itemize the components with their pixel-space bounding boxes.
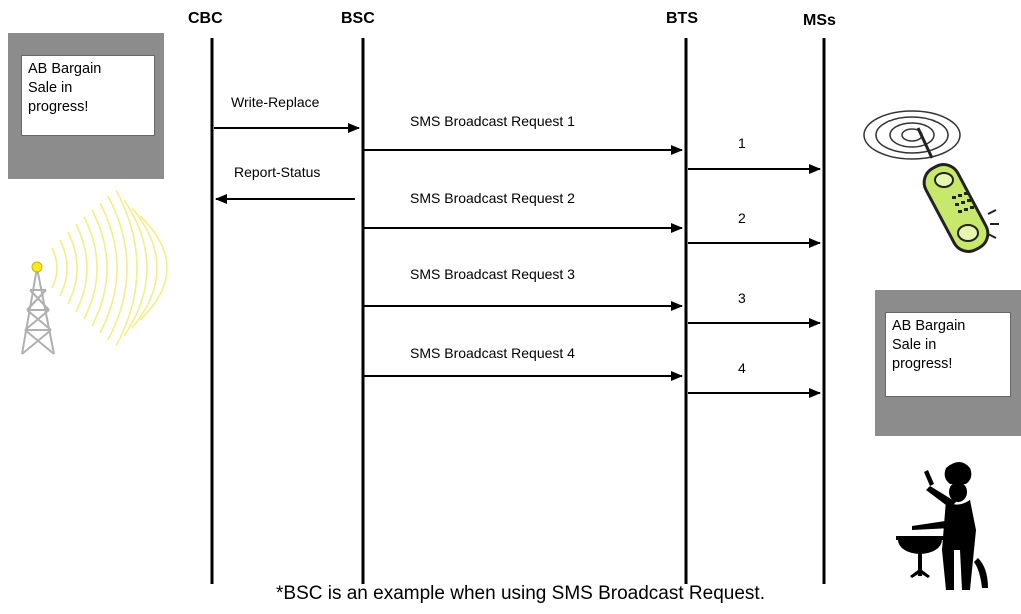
lane-title-mss: MSs [803, 12, 836, 29]
left-notice-line1: AB Bargain [28, 61, 102, 77]
label-request-3: SMS Broadcast Request 3 [410, 266, 575, 282]
label-request-4: SMS Broadcast Request 4 [410, 345, 575, 361]
lane-title-bts: BTS [666, 10, 698, 27]
label-broadcast-3: 3 [738, 290, 746, 306]
label-write-replace: Write-Replace [231, 94, 320, 110]
label-broadcast-2: 2 [738, 210, 746, 226]
label-request-1: SMS Broadcast Request 1 [410, 113, 575, 129]
label-broadcast-4: 4 [738, 360, 746, 376]
label-broadcast-1: 1 [738, 135, 746, 151]
right-notice-line2: Sale in [892, 337, 937, 353]
right-notice-line3: progress! [892, 356, 953, 372]
radio-tower-icon [21, 189, 168, 355]
left-notice-line2: Sale in [28, 80, 73, 96]
mobile-phone-icon [863, 110, 999, 253]
lane-title-bsc: BSC [341, 10, 375, 27]
label-request-2: SMS Broadcast Request 2 [410, 190, 575, 206]
right-notice-card: AB Bargain Sale in progress! [885, 312, 1011, 397]
lane-title-cbc: CBC [188, 10, 223, 27]
right-notice-line1: AB Bargain [892, 318, 966, 334]
left-notice-card: AB Bargain Sale in progress! [21, 55, 155, 136]
chef-barbecue-icon [896, 462, 988, 590]
footnote: *BSC is an example when using SMS Broadc… [276, 583, 765, 604]
left-notice-line3: progress! [28, 99, 89, 115]
label-report-status: Report-Status [234, 164, 321, 180]
